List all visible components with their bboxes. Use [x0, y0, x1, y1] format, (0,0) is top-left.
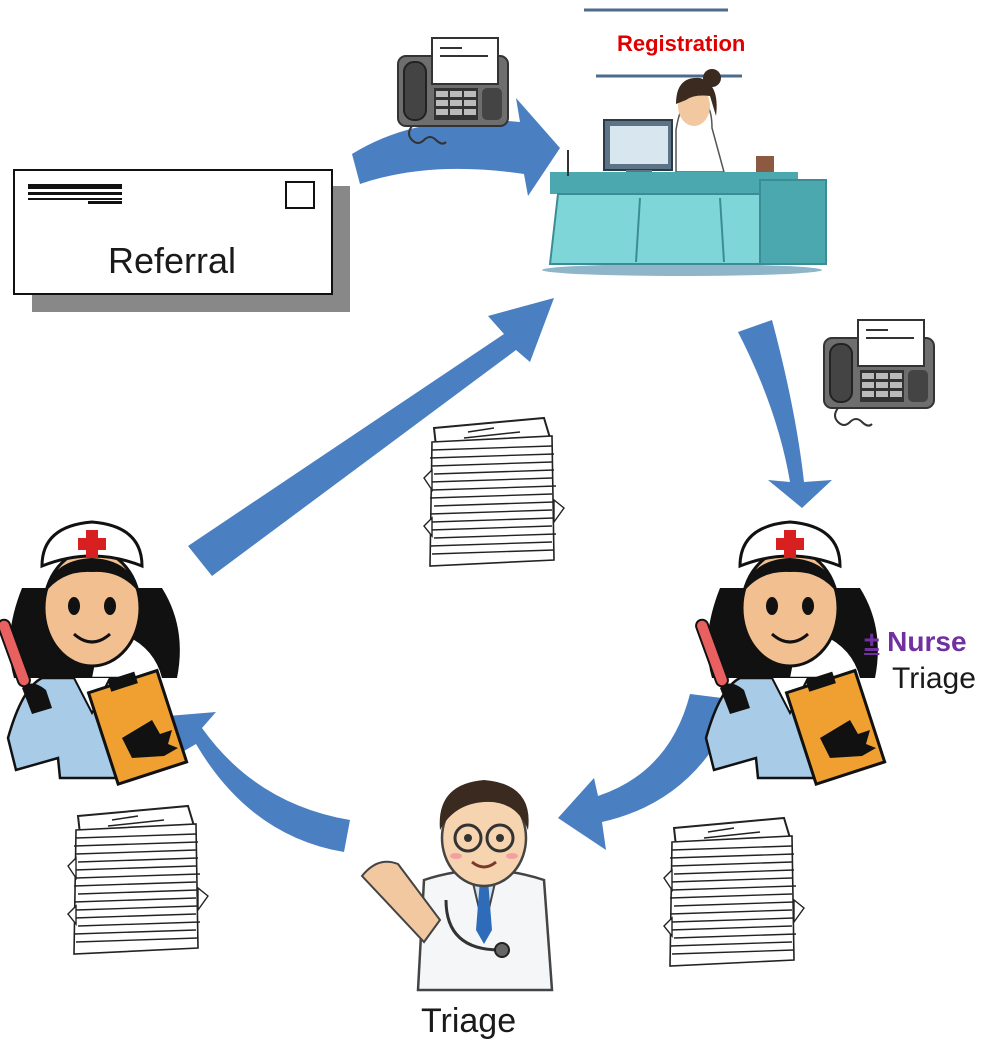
arrow-nurse-to-physician	[558, 694, 738, 850]
nurse-label: ± Nurse	[864, 626, 967, 658]
fax-machine-icon	[823, 319, 935, 427]
flow-arrows	[168, 98, 832, 852]
paper-stack-icon	[663, 817, 805, 967]
doctor-icon	[360, 780, 554, 992]
nurse-icon	[692, 520, 887, 786]
referral-label: Referral	[108, 240, 237, 281]
nurse-icon	[0, 520, 189, 786]
arrow-registration-to-nurse	[738, 320, 832, 508]
nurse-triage-label: Triage	[892, 662, 976, 695]
arrow-referral-to-registration	[352, 98, 560, 196]
nurse-label-text: Nurse	[887, 626, 967, 657]
paper-stack-icon	[423, 417, 565, 567]
arrow-physician-to-nurse	[168, 712, 350, 852]
receptionist-icon	[542, 69, 827, 276]
registration-label: Registration	[617, 31, 746, 56]
nurse-optional-marker: ±	[864, 626, 880, 657]
physician-triage-label: Triage	[421, 1002, 517, 1040]
envelope-icon	[13, 169, 350, 312]
paper-stack-icon	[67, 805, 209, 955]
arrow-nurse-to-registration	[188, 298, 554, 576]
